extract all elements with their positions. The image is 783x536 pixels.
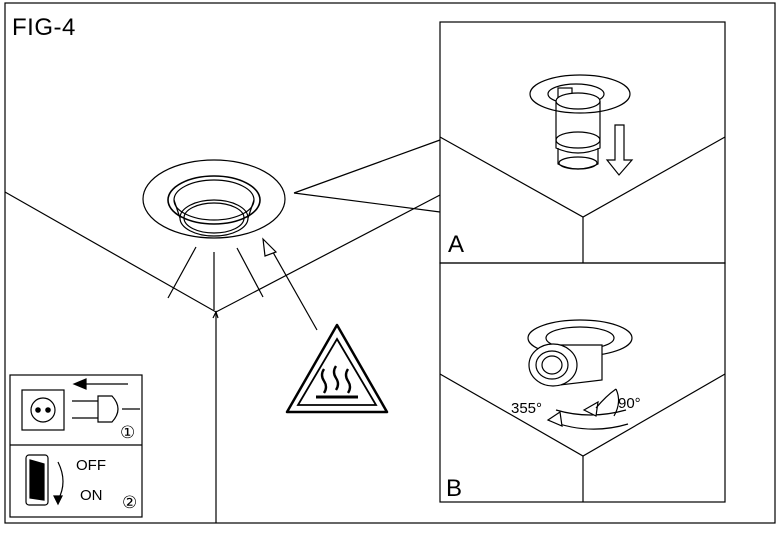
switch-off-label: OFF xyxy=(76,457,106,474)
hot-surface-arrow xyxy=(262,237,318,331)
magnify-lines xyxy=(293,139,441,213)
panel-label-b: B xyxy=(446,475,463,502)
horizontal-rotation-label: 355° xyxy=(511,400,543,417)
switch-step-number: ② xyxy=(122,493,138,512)
vertical-tilt-arrow xyxy=(613,388,620,417)
downlight-main xyxy=(142,159,286,239)
panel-a xyxy=(439,21,726,264)
figure-title: FIG-4 xyxy=(12,14,76,41)
unplug-step-number: ① xyxy=(120,423,136,442)
power-socket-icon xyxy=(21,389,65,431)
figure-frame xyxy=(4,2,776,524)
power-instructions-box xyxy=(9,374,143,518)
hot-surface-warning-icon xyxy=(285,323,389,414)
rocker-switch-icon xyxy=(25,454,49,506)
pull-down-arrow-icon xyxy=(605,124,634,176)
ceiling-corner-lines xyxy=(4,191,441,523)
switch-direction-arrow xyxy=(57,461,64,501)
switch-on-label: ON xyxy=(80,487,103,504)
power-plug-icon xyxy=(72,395,140,423)
panel-b xyxy=(439,262,726,503)
vertical-tilt-label: 90° xyxy=(618,395,641,412)
panel-label-a: A xyxy=(448,231,465,258)
light-rays xyxy=(167,246,264,310)
